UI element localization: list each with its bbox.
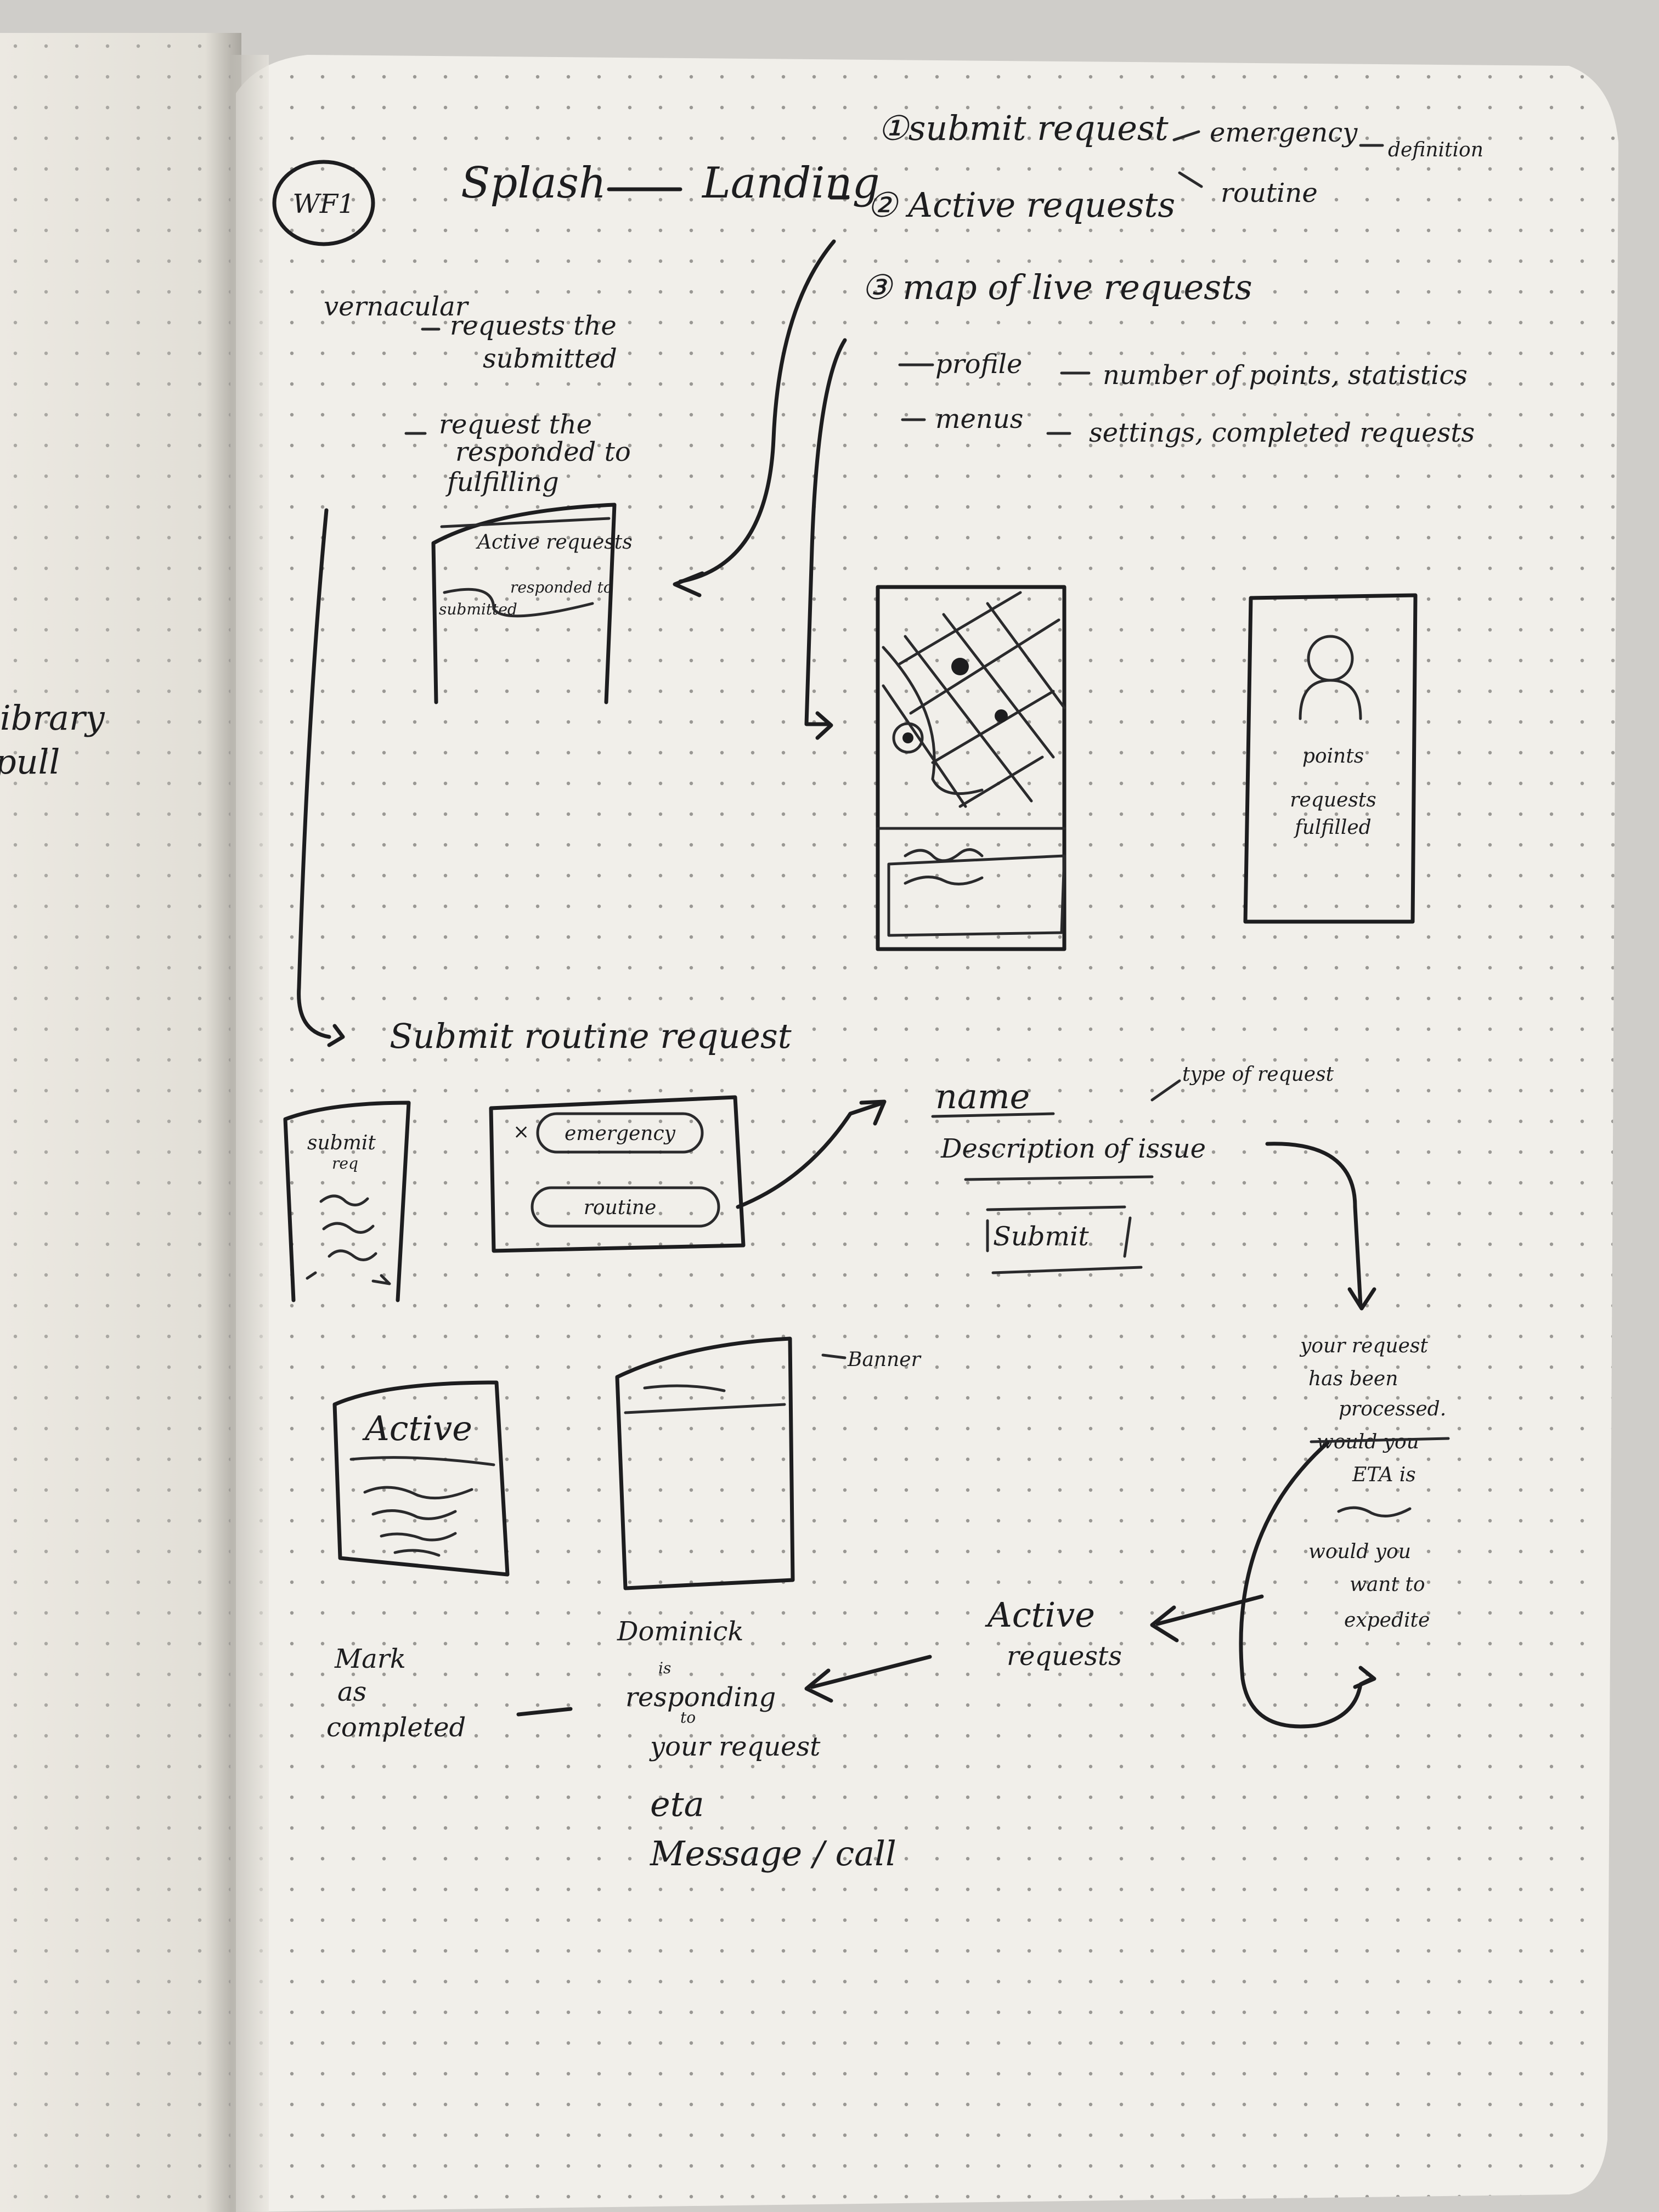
active-requests-line1: Active <box>985 1595 1095 1635</box>
option-routine: routine <box>1221 178 1318 208</box>
mark-completed: Mark as completed <box>326 1644 573 1743</box>
option-emergency: emergency <box>1210 117 1358 148</box>
active-requests-wireframe: Active requests submitted responded to <box>431 503 633 704</box>
type-choice-wireframe: × emergency routine <box>489 1095 887 1253</box>
option-map-live-requests: ③ map of live requests <box>861 267 1252 307</box>
wf-badge-circle <box>272 160 375 246</box>
dominick-line1: Dominick <box>617 1616 743 1647</box>
mark-line2: as <box>337 1677 366 1707</box>
arrow-to-responder <box>810 1655 932 1689</box>
confirmation-line1: your request <box>1299 1335 1428 1357</box>
form-description: Description of issue <box>940 1133 1206 1164</box>
active-card-wireframe: Active <box>332 1380 510 1577</box>
banner-wireframe: Banner <box>615 1336 922 1590</box>
profile-points: points <box>1302 745 1364 768</box>
submit-flow-title: Submit routine request <box>390 1016 792 1056</box>
submit-card-title: submit <box>307 1132 376 1154</box>
arrow-to-form <box>736 1101 885 1209</box>
left-fragment-2: pull <box>0 742 60 782</box>
bottom-row: Active Banner Mark as completed Dominick… <box>326 1336 1122 1874</box>
map-wireframe <box>876 585 1066 951</box>
confirmation-message: your request has been processed. would y… <box>1150 1335 1450 1729</box>
form-name: name <box>935 1076 1030 1116</box>
confirmation-q1: would you <box>1308 1541 1411 1563</box>
form-submit-button[interactable]: Submit <box>993 1221 1089 1252</box>
confirmation-eta: ETA is <box>1352 1464 1416 1486</box>
vernacular-title: vernacular <box>324 291 470 322</box>
landing-label: Landing <box>701 159 880 208</box>
active-requests-line2: requests <box>1007 1641 1122 1672</box>
vernacular-item1-line2: submitted <box>483 343 617 374</box>
option-menus: menus <box>935 404 1023 435</box>
left-page: library pull <box>0 33 241 2212</box>
vernacular-item2-line2: responded to <box>455 437 631 467</box>
splash-label: Splash <box>461 159 606 208</box>
form-type-of-request: type of request <box>1182 1063 1334 1086</box>
left-fragment-1: library <box>0 698 105 738</box>
dominick-line2: is <box>658 1659 671 1677</box>
profile-requests: requests <box>1290 789 1376 811</box>
submit-card-subtitle: req <box>332 1154 358 1172</box>
request-form-sketch: name type of request Description of issu… <box>931 1063 1376 1311</box>
active-card-title: Active <box>362 1408 472 1448</box>
option-active-requests: ② Active requests <box>867 185 1175 225</box>
profile-fulfilled: fulfilled <box>1293 816 1371 839</box>
active-wireframe-title: Active requests <box>476 531 633 554</box>
arrow-to-confirmation <box>1265 1142 1363 1308</box>
mark-line1: Mark <box>334 1644 406 1674</box>
right-page <box>230 55 1618 2212</box>
arrow-to-submit <box>297 508 331 1039</box>
loop-arrow <box>1239 1441 1374 1729</box>
vernacular-item2-line1: request the <box>439 409 592 440</box>
confirmation-q2: want to <box>1350 1573 1425 1596</box>
option-profile: profile <box>935 349 1022 380</box>
active-requests-note: Active requests <box>985 1595 1122 1672</box>
flow-arrows <box>297 239 847 1047</box>
landing-options: ①submit request emergency definition rou… <box>861 108 1483 448</box>
responder-notice: Dominick is responding to your request e… <box>617 1616 932 1874</box>
type-choice-mark: × <box>513 1121 529 1143</box>
confirmation-line2: has been <box>1308 1368 1398 1390</box>
emergency-button[interactable] <box>536 1112 704 1154</box>
confirmation-line3: processed. <box>1339 1398 1446 1420</box>
header-row: WF1 Splash Landing <box>272 159 880 246</box>
active-wireframe-responded: responded to <box>510 578 613 596</box>
routine-button[interactable] <box>531 1186 720 1228</box>
responder-eta: eta <box>650 1784 704 1824</box>
mark-line3: completed <box>326 1712 466 1743</box>
vernacular-item1-line1: requests the <box>450 311 617 341</box>
profile-wireframe: points requests fulfilled <box>1243 593 1418 924</box>
dominick-line4: to <box>680 1708 696 1726</box>
option-submit-request: ①submit request <box>878 108 1169 148</box>
routine-button-label: routine <box>584 1197 657 1219</box>
option-menus-detail: settings, completed requests <box>1089 417 1475 448</box>
emergency-button-label: emergency <box>565 1122 676 1145</box>
banner-label: Banner <box>847 1348 922 1371</box>
confirmation-q3: expedite <box>1344 1609 1430 1632</box>
option-profile-detail: number of points, statistics <box>1103 360 1468 391</box>
arrow-to-active-requests <box>1155 1594 1264 1626</box>
arrow-to-map <box>804 338 847 726</box>
dominick-line3: responding <box>625 1682 776 1713</box>
vernacular-item2-line3: fulfilling <box>445 467 559 498</box>
vernacular-notes: vernacular requests the submitted reques… <box>324 291 631 498</box>
wf-badge: WF1 <box>292 189 354 219</box>
message-call[interactable]: Message / call <box>650 1833 896 1874</box>
submit-flow: Submit routine request submit req × emer… <box>283 1016 1376 1311</box>
submit-card-wireframe: submit req <box>283 1101 411 1302</box>
option-definition: definition <box>1388 139 1483 161</box>
dominick-line5: your request <box>649 1731 821 1762</box>
arrow-to-active <box>678 239 836 584</box>
